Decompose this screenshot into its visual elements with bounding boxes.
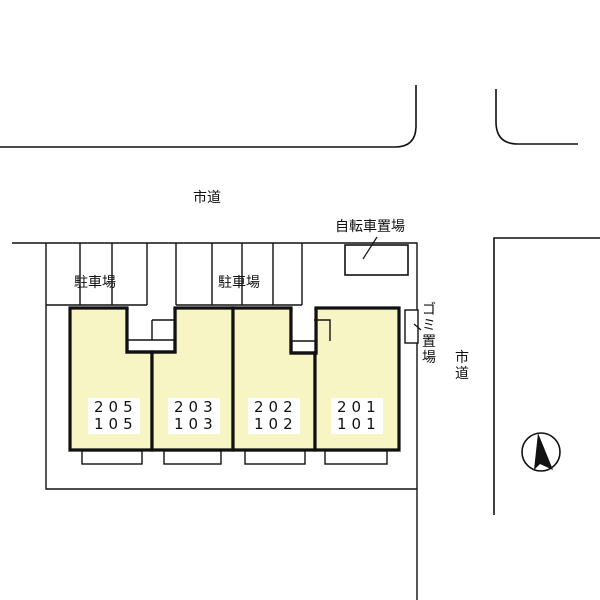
- unit-label-205-105: 205 105: [88, 398, 140, 434]
- parking-label-left: 駐車場: [74, 275, 116, 291]
- bicycle-parking-label: 自転車置場: [335, 219, 405, 235]
- north-arrow-icon: [521, 432, 561, 472]
- garbage-area: [404, 309, 419, 344]
- balconies: [81, 450, 388, 465]
- bicycle-parking-area: [344, 244, 409, 276]
- road-curb-left: [0, 85, 417, 148]
- unit-label-202-102: 202 102: [248, 398, 300, 434]
- garbage-label: ゴ ミ 置 場: [422, 302, 436, 366]
- road-curb-right: [495, 89, 578, 145]
- unit-label-201-101: 201 101: [331, 398, 383, 434]
- road-label-north: 市道: [193, 190, 221, 206]
- east-lot-boundary: [493, 237, 600, 515]
- site-boundary-left-bottom: [45, 243, 417, 490]
- road-label-east: 市 道: [455, 350, 469, 382]
- unit-label-203-103: 203 103: [168, 398, 220, 434]
- parking-label-right: 駐車場: [218, 275, 260, 291]
- parking-stalls: [46, 243, 303, 306]
